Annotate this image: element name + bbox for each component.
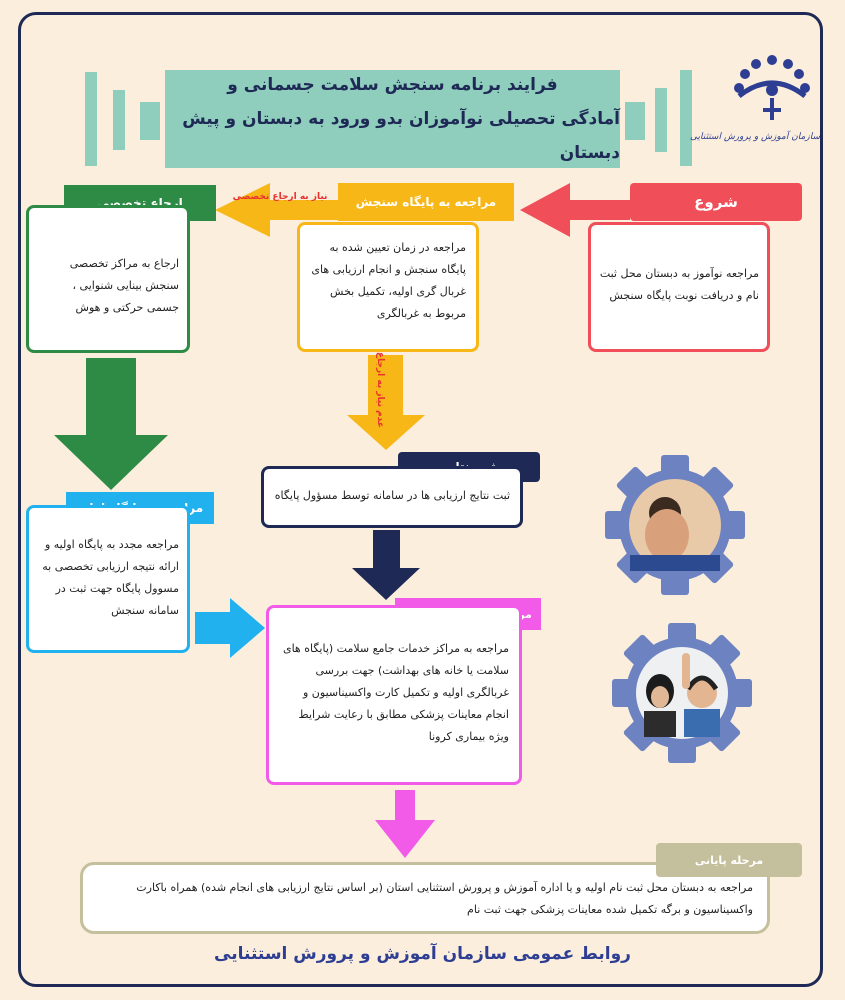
org-logo: سازمان آموزش و پرورش استثنایی xyxy=(690,50,820,160)
gear-1 xyxy=(605,455,745,595)
step-assessment-label: مراجعه به پایگاه سنجش xyxy=(338,183,514,221)
step-return-text: مراجعه مجدد به پایگاه اولیه و ارائه نتیج… xyxy=(42,538,179,617)
step-final-text: مراجعه به دبستان محل ثبت نام اولیه و یا … xyxy=(136,881,753,916)
logo-caption: سازمان آموزش و پرورش استثنایی xyxy=(690,132,820,142)
title-line-1: فرایند برنامه سنجش سلامت جسمانی و xyxy=(227,75,558,95)
title-line-2: آمادگی تحصیلی نوآموزان بدو ورود به دبستا… xyxy=(182,109,620,163)
step-health-card: مراجعه به مراکز خدمات جامع سلامت (پایگاه… xyxy=(266,605,522,785)
arrow-blue-right xyxy=(195,598,265,658)
step-specialist-card: ارجاع به مراکز تخصصی سنجش بینایی شنوایی … xyxy=(26,205,190,353)
step-return-card: مراجعه مجدد به پایگاه اولیه و ارائه نتیج… xyxy=(26,505,190,653)
decor-bar xyxy=(85,72,97,166)
no-referral-label: عدم نیاز به ارجاع xyxy=(375,351,385,429)
step-start-text: مراجعه نوآموز به دبستان محل ثبت نام و در… xyxy=(599,267,759,302)
step-start-card: مراجعه نوآموز به دبستان محل ثبت نام و در… xyxy=(588,222,770,352)
need-referral-label: نیاز به ارجاع تخصصی xyxy=(232,192,328,202)
page-frame xyxy=(18,12,823,987)
step-final-label: مرحله پایانی xyxy=(656,843,802,877)
arrow-green-down xyxy=(54,358,168,490)
arrow-pink-down xyxy=(375,790,435,858)
arrow-red xyxy=(520,183,630,237)
decor-bar xyxy=(140,102,160,140)
decor-bar xyxy=(655,88,667,152)
arrow-orange-left xyxy=(215,183,338,237)
step-final-card: مراجعه به دبستان محل ثبت نام اولیه و یا … xyxy=(80,862,770,934)
step-assessment-card: مراجعه در زمان تعیین شده به پایگاه سنجش … xyxy=(297,222,479,352)
step-results-text: ثبت نتایج ارزیابی ها در سامانه توسط مسؤو… xyxy=(274,489,510,502)
step-specialist-text: ارجاع به مراکز تخصصی سنجش بینایی شنوایی … xyxy=(69,257,179,314)
footer-text: روابط عمومی سازمان آموزش و پرورش استثنای… xyxy=(214,944,631,964)
decor-bar xyxy=(113,90,125,150)
step-health-text: مراجعه به مراکز خدمات جامع سلامت (پایگاه… xyxy=(282,642,509,743)
title-box: فرایند برنامه سنجش سلامت جسمانی و آمادگی… xyxy=(165,70,620,168)
gear-2 xyxy=(612,623,752,763)
decor-bar xyxy=(680,70,692,166)
step-assessment-text: مراجعه در زمان تعیین شده به پایگاه سنجش … xyxy=(311,241,466,320)
arrow-orange-down xyxy=(347,355,425,450)
decor-bar xyxy=(625,102,645,140)
step-start-label: شروع xyxy=(630,183,802,221)
step-results-card: ثبت نتایج ارزیابی ها در سامانه توسط مسؤو… xyxy=(261,466,523,528)
org-logo-icon xyxy=(734,55,810,120)
arrow-navy-down xyxy=(352,530,420,600)
